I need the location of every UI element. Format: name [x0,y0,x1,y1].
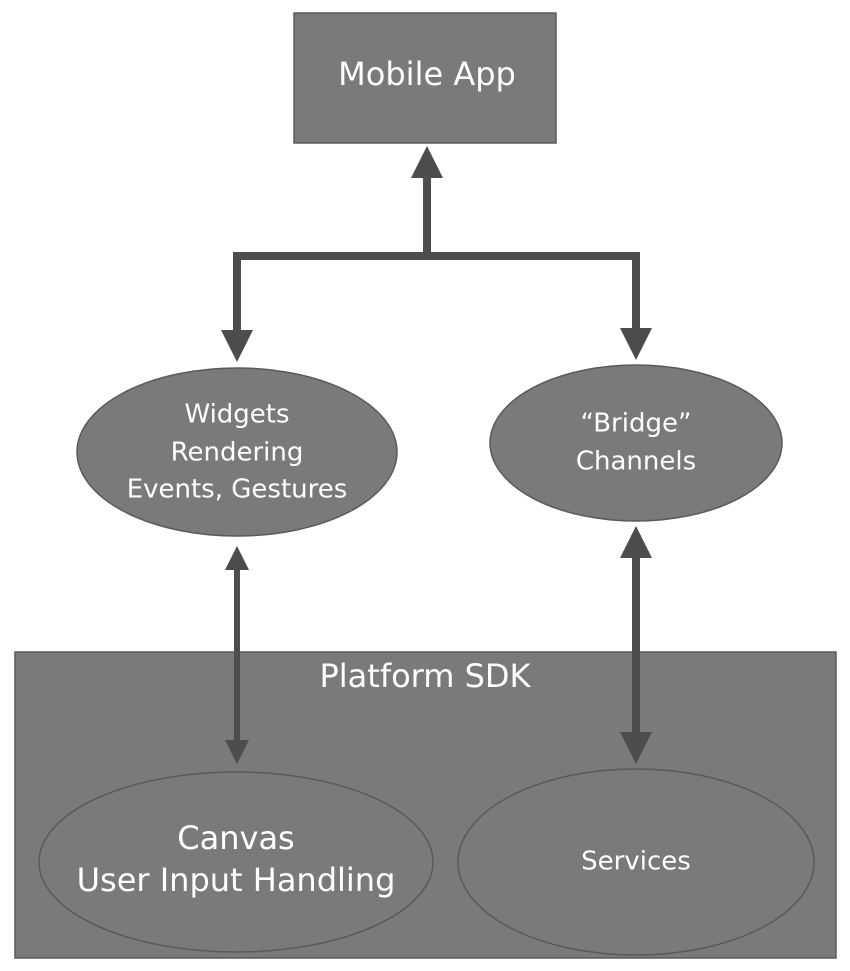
canvas-node [38,771,434,953]
widgets-label-3: Events, Gestures [127,475,348,505]
canvas-label-sub: User Input Handling [77,861,396,899]
bridge-node [489,364,783,522]
widgets-label-1: Widgets [184,400,289,430]
widgets-label-2: Rendering [171,438,304,468]
services-node [457,768,815,956]
mobile-app-box [293,12,557,144]
bridge-label-2: Channels [576,447,696,477]
platform-sdk-label: Platform SDK [319,657,531,695]
bridge-label-1: “Bridge” [581,409,692,439]
services-label: Services [581,847,691,877]
widgets-node [76,367,398,537]
mobile-app-label: Mobile App [338,55,516,93]
canvas-label: Canvas [177,819,294,857]
